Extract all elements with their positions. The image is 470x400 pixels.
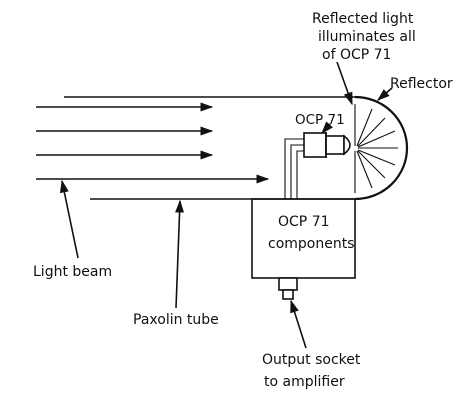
components-label-line-2: components: [268, 236, 355, 252]
light-beam-leader-arrow: [59, 179, 79, 259]
ocp71-label: OCP 71: [295, 112, 345, 128]
ocp71-leads: [284, 138, 304, 199]
reflected-light-leader-arrow: [336, 61, 353, 106]
reflector: [354, 95, 409, 201]
reflected-ray: [357, 149, 396, 166]
lead-wire: [290, 144, 304, 199]
output-socket-leader-arrow: [290, 299, 307, 349]
components-box: [251, 198, 356, 279]
components-label-line-1: OCP 71: [278, 214, 330, 230]
output-socket-label-line-1: Output socket: [262, 352, 361, 368]
light-beam-label: Light beam: [33, 264, 112, 280]
output-socket-pin: [282, 289, 294, 300]
reflected-ray: [356, 108, 373, 147]
ocp71-body: [303, 132, 327, 158]
reflected-light-label-line-1: Reflected light: [312, 11, 414, 27]
lead-wire: [284, 138, 304, 199]
paxolin-tube-label: Paxolin tube: [133, 312, 219, 328]
ocp71-phototransistor: [303, 132, 351, 158]
reflector-label: Reflector: [390, 76, 453, 92]
reflected-ray: [357, 130, 396, 148]
reflected-light-label-line-2: illuminates all: [318, 29, 416, 45]
reflected-ray: [357, 117, 386, 147]
output-socket-body: [278, 277, 298, 291]
leader-arrows: [59, 61, 393, 349]
reflector-leader-arrow: [377, 87, 393, 101]
reflected-ray: [356, 150, 373, 189]
output-socket: [278, 277, 298, 300]
output-socket-label-line-2: to amplifier: [264, 374, 345, 390]
reflected-ray: [357, 150, 386, 179]
reflected-light-rays: [354, 104, 398, 193]
ocp71-bulb: [325, 135, 345, 155]
lead-wire: [296, 150, 304, 199]
ocp71-lens: [343, 134, 351, 156]
paxolin-tube-leader-arrow: [175, 199, 185, 309]
reflected-light-label-line-3: of OCP 71: [322, 47, 391, 63]
ocp71-leader-arrow: [321, 121, 334, 134]
light-beam-arrows: [36, 102, 270, 184]
